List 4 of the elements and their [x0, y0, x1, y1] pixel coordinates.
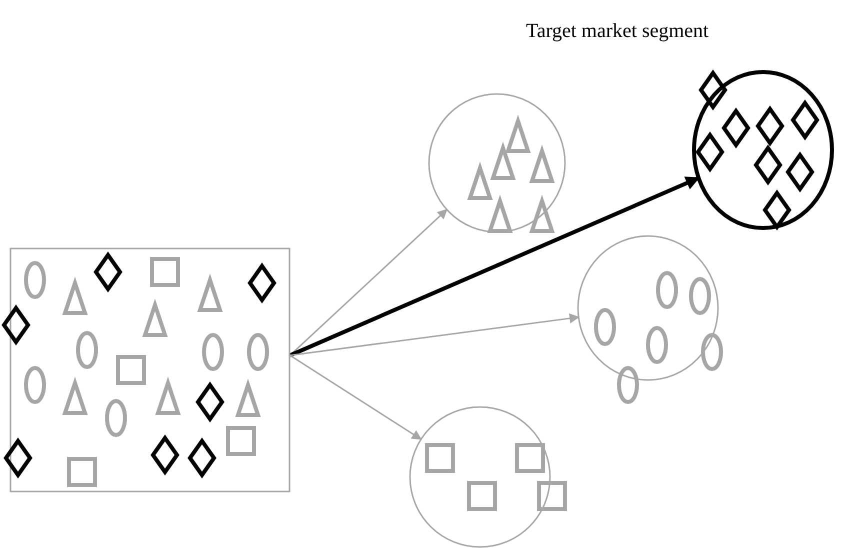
arrow: [290, 313, 580, 356]
arrow: [290, 354, 422, 440]
arrow: [289, 176, 700, 358]
segment-title: Target market segment: [526, 20, 709, 43]
